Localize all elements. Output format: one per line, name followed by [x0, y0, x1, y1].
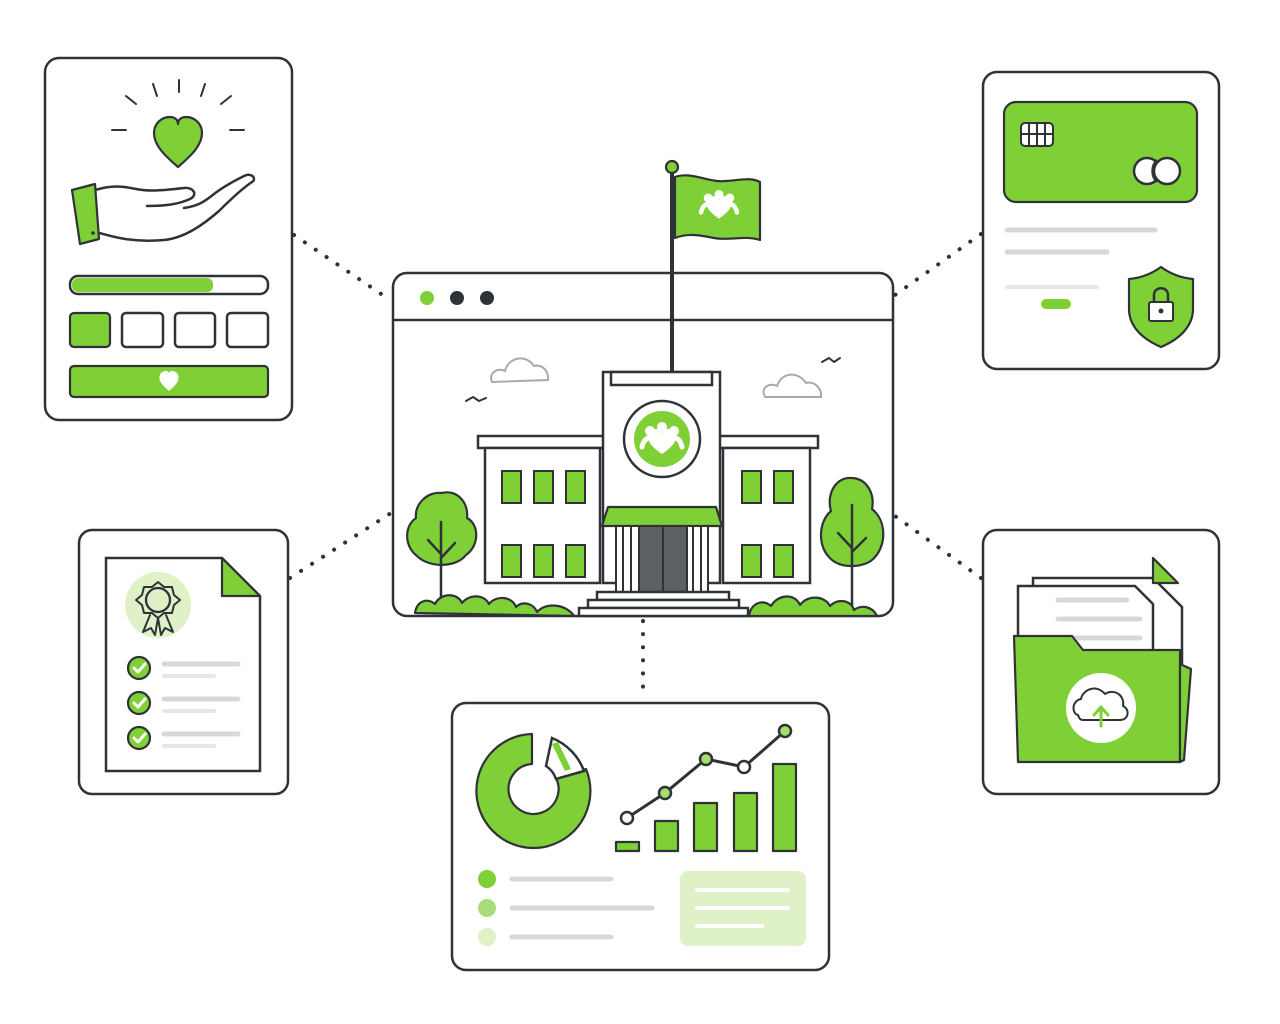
card-network-icon: [1132, 156, 1182, 186]
folder-upload-icon: [1012, 634, 1193, 764]
analytics-panel: [450, 701, 831, 972]
school-browser-window: [391, 159, 895, 618]
payment-panel: [981, 70, 1221, 371]
chip-icon: [1020, 122, 1054, 147]
window-dot-dark[interactable]: [480, 291, 494, 305]
school-building: [476, 370, 820, 618]
connector-donation: [292, 233, 392, 302]
heart-in-hand-icon: [70, 115, 256, 246]
connector-certificate: [288, 511, 393, 580]
amount-option[interactable]: [225, 311, 270, 349]
line-chart-icon: [619, 723, 793, 826]
donation-panel: [43, 56, 294, 422]
shield-lock-icon: [1127, 265, 1195, 349]
check-icon: [126, 725, 152, 751]
school-windows: [501, 470, 794, 578]
cloud-left-icon: [490, 357, 550, 384]
check-icon: [126, 655, 152, 681]
donate-button[interactable]: [68, 364, 270, 399]
bar-chart-icon: [614, 762, 798, 853]
pay-button[interactable]: [1041, 299, 1071, 309]
donut-chart-icon: [475, 732, 592, 850]
amount-option-selected[interactable]: [68, 311, 112, 349]
donation-progress-bar: [68, 274, 270, 296]
connector-documents: [893, 514, 983, 580]
window-dot-green[interactable]: [420, 291, 434, 305]
bushes: [413, 594, 879, 618]
tree-left: [406, 491, 478, 608]
sparkle-lines: [111, 79, 245, 131]
window-dot-dark[interactable]: [450, 291, 464, 305]
amount-option[interactable]: [173, 311, 217, 349]
analytics-legend: [478, 870, 655, 946]
connector-payment: [893, 232, 983, 297]
award-ribbon-icon: [125, 572, 191, 638]
certificate-panel: [77, 528, 290, 796]
amount-option-row[interactable]: [68, 311, 270, 349]
tree-right: [819, 476, 885, 608]
check-icon: [126, 690, 152, 716]
documents-panel: [981, 528, 1221, 796]
checklist: [126, 655, 241, 751]
amount-option[interactable]: [120, 311, 165, 349]
cloud-right-icon: [762, 373, 823, 398]
summary-card: [680, 871, 806, 946]
flagpole: [664, 159, 762, 372]
credit-card: [1002, 100, 1199, 204]
